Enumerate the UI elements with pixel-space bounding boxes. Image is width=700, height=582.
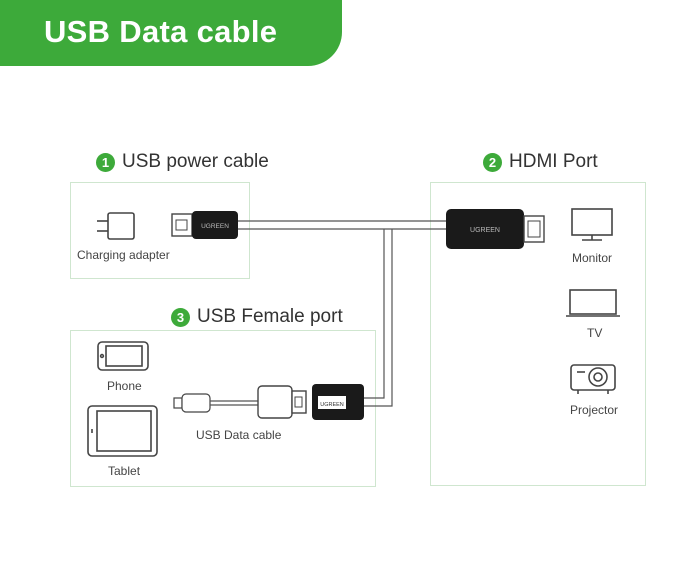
connector-logo-3: UGREEN — [320, 402, 344, 408]
usb-female-panel — [70, 330, 376, 487]
page-title: USB Data cable — [44, 14, 278, 49]
connector-logo-2: UGREEN — [470, 227, 500, 234]
tv-label: TV — [587, 326, 603, 340]
hdmi-port-heading: 2 HDMI Port — [483, 151, 598, 173]
charging-adapter-label: Charging adapter — [77, 248, 170, 262]
hdmi-connector-icon: UGREEN — [446, 209, 545, 249]
phone-icon — [97, 341, 149, 371]
usb-power-heading: 1 USB power cable — [96, 151, 269, 173]
step-badge-2: 2 — [483, 152, 502, 172]
step-badge-1: 1 — [96, 152, 115, 172]
charging-adapter-icon — [97, 212, 135, 240]
monitor-label: Monitor — [572, 251, 613, 265]
projector-icon — [570, 364, 616, 394]
phone-label: Phone — [107, 379, 142, 393]
usb-power-panel — [70, 182, 250, 279]
usb-data-cable-label: USB Data cable — [196, 428, 282, 442]
tv-icon — [566, 289, 620, 317]
usb-power-title: USB power cable — [122, 151, 269, 172]
projector-label: Projector — [570, 403, 619, 417]
title-banner: USB Data cable — [0, 0, 342, 66]
cable-lines — [238, 220, 448, 407]
usb-power-connector-icon: UGREEN — [171, 211, 238, 239]
connector-logo-1: UGREEN — [201, 223, 229, 230]
usb-data-cable-icon — [173, 385, 307, 419]
tablet-label: Tablet — [108, 464, 141, 478]
step-badge-3: 3 — [171, 307, 190, 327]
usb-female-heading: 3 USB Female port — [171, 306, 343, 328]
hdmi-port-panel — [430, 182, 646, 486]
usb-female-connector-icon: UGREEN — [312, 384, 364, 420]
tablet-icon — [87, 405, 158, 457]
monitor-icon — [571, 208, 613, 241]
usb-female-title: USB Female port — [197, 306, 343, 327]
hdmi-port-title: HDMI Port — [509, 151, 598, 172]
